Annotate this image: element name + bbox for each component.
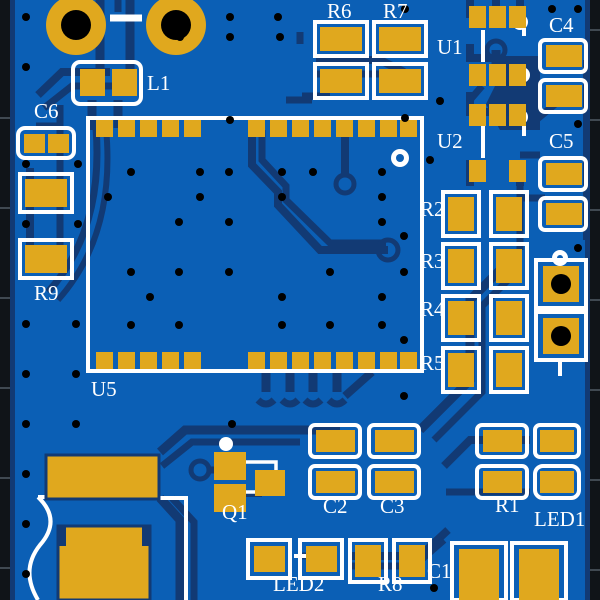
connector-pad-br-1 — [450, 541, 508, 600]
module-via-dots — [104, 116, 386, 329]
refdes-c3: C3 — [380, 494, 405, 518]
component-r8 — [348, 538, 432, 584]
refdes-r8: R8 — [378, 572, 403, 596]
refdes-r6: R6 — [327, 0, 352, 23]
component-c4 — [538, 38, 588, 114]
refdes-u5: U5 — [91, 377, 117, 401]
component-r2 — [441, 190, 529, 238]
component-r6 — [313, 20, 369, 100]
refdes-r4: R4 — [420, 297, 445, 321]
refdes-r3: R3 — [420, 249, 445, 273]
connector-pad-square — [56, 524, 152, 600]
mount-hole-top-left — [46, 0, 106, 55]
component-r4 — [441, 294, 529, 342]
refdes-c6: C6 — [34, 99, 59, 123]
mount-hole-top-right — [146, 0, 206, 55]
component-c3 — [367, 423, 421, 500]
component-l1 — [71, 60, 143, 106]
component-c2 — [308, 423, 362, 500]
refdes-q1: Q1 — [222, 500, 248, 524]
component-r1 — [475, 423, 529, 500]
u5-outline — [86, 116, 424, 373]
refdes-l1: L1 — [147, 71, 170, 95]
connector-pad-br-2 — [510, 541, 568, 600]
refdes-c1: C1 — [427, 559, 452, 583]
component-c6 — [16, 126, 76, 160]
u5-pads-top — [96, 120, 417, 137]
refdes-r9: R9 — [34, 281, 59, 305]
refdes-r2: R2 — [420, 197, 445, 221]
component-c5 — [538, 156, 588, 232]
refdes-r5: R5 — [420, 351, 445, 375]
refdes-led1: LED1 — [534, 507, 585, 531]
refdes-r7: R7 — [383, 0, 408, 23]
refdes-r1: R1 — [495, 493, 520, 517]
silkscreen-lines — [27, 8, 566, 600]
component-q1 — [214, 452, 285, 512]
ruler-ticks — [0, 29, 600, 571]
edge-rail-left — [10, 0, 15, 600]
component-led1 — [533, 423, 581, 500]
board-via-dots — [22, 5, 582, 592]
component-r5 — [441, 346, 529, 394]
refdes-c5: C5 — [549, 129, 574, 153]
refdes-c2: C2 — [323, 494, 348, 518]
component-r7 — [372, 20, 428, 100]
component-u1 — [469, 6, 526, 86]
square-pad-lower — [534, 310, 588, 362]
refdes-u2: U2 — [437, 129, 463, 153]
component-r9 — [18, 172, 74, 280]
u5-pads-bottom — [96, 352, 417, 369]
component-r3 — [441, 242, 529, 290]
refdes-u1: U1 — [437, 35, 463, 59]
component-u2 — [469, 104, 526, 182]
square-pad-upper — [534, 258, 588, 310]
module-test-point — [391, 149, 409, 167]
connector-pad-wide — [44, 453, 161, 501]
component-led2 — [246, 538, 344, 580]
refdes-led2: LED2 — [273, 572, 324, 596]
refdes-c4: C4 — [549, 13, 574, 37]
